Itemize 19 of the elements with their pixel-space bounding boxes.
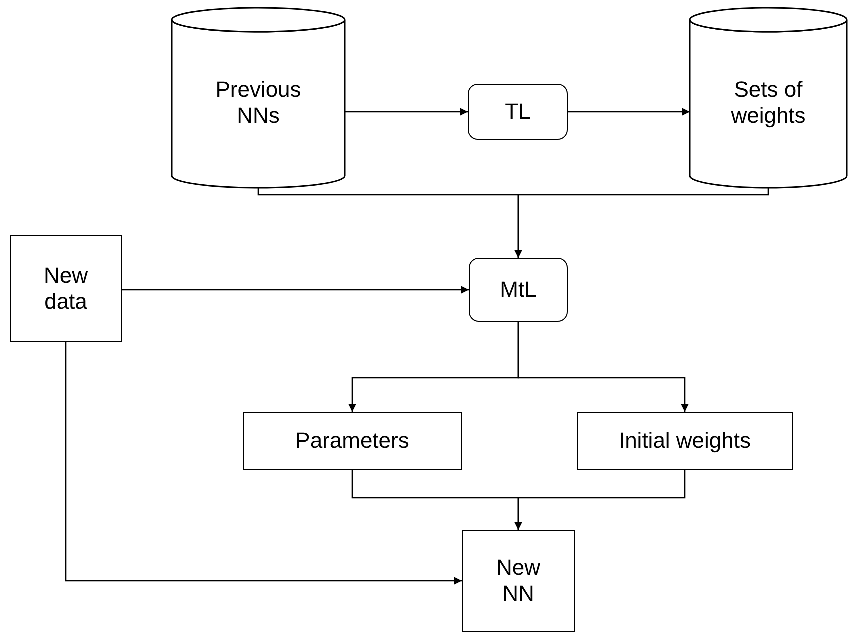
- arrow: [514, 470, 686, 530]
- arrow: [518, 322, 689, 412]
- arrow: [65, 342, 462, 585]
- node-label: Parameters: [296, 428, 410, 454]
- node-label: New data: [42, 262, 89, 314]
- process-box: [10, 235, 122, 342]
- process-box: [469, 258, 568, 322]
- arrow: [122, 286, 469, 294]
- process-box: [577, 412, 793, 470]
- arrow: [514, 188, 770, 258]
- node-label: Initial weights: [618, 428, 752, 454]
- node-label: TL: [505, 99, 531, 125]
- process-box: [462, 530, 575, 632]
- node-label: New NN: [495, 555, 542, 607]
- arrow: [568, 108, 690, 116]
- process-box: [243, 412, 462, 470]
- process-box: [468, 84, 568, 140]
- arrow: [345, 108, 468, 116]
- node-label: MtL: [500, 277, 537, 303]
